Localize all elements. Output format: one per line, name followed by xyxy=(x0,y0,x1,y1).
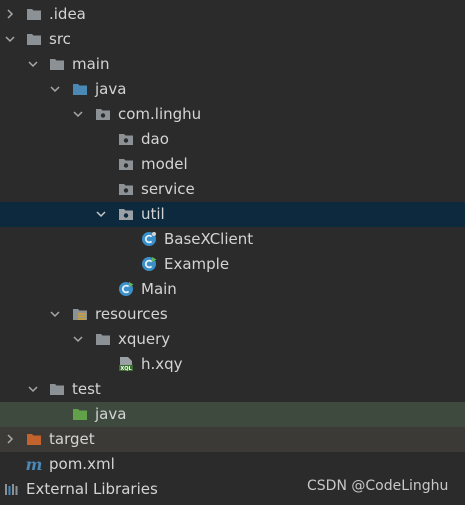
maven-icon: m xyxy=(26,456,43,472)
tree-row-test[interactable]: test xyxy=(0,377,465,402)
package-icon xyxy=(119,184,133,195)
tree-item-label: model xyxy=(141,155,188,173)
tree-row-src[interactable]: src xyxy=(0,27,465,52)
tree-item-label: .idea xyxy=(49,5,86,23)
tree-item-label: java xyxy=(95,80,127,98)
tree-row-dao[interactable]: dao xyxy=(0,127,465,152)
runnable-class-icon xyxy=(142,257,157,271)
tree-item-label: External Libraries xyxy=(26,480,158,498)
tree-item-label: BaseXClient xyxy=(164,230,254,248)
tree-item-label: src xyxy=(49,30,71,48)
chevron-down-icon[interactable] xyxy=(49,308,61,320)
tree-item-label: pom.xml xyxy=(49,455,115,473)
maven-badge-text: m xyxy=(26,456,43,472)
chevron-down-icon[interactable] xyxy=(27,58,39,70)
tree-row-main[interactable]: main xyxy=(0,52,465,77)
tree-row-java-test[interactable]: java xyxy=(0,402,465,427)
tree-item-label: service xyxy=(141,180,195,198)
xquery-file-icon: XQL xyxy=(119,357,133,372)
folder-icon xyxy=(50,384,64,395)
tree-item-label: util xyxy=(141,205,165,223)
tree-row-hxqy[interactable]: XQL h.xqy xyxy=(0,352,465,377)
excluded-folder-icon xyxy=(27,434,41,445)
tree-row-java-source[interactable]: java xyxy=(0,77,465,102)
tree-item-label: dao xyxy=(141,130,169,148)
tree-item-label: Main xyxy=(141,280,177,298)
tree-row-target[interactable]: target xyxy=(0,427,465,452)
tree-item-label: resources xyxy=(95,305,168,323)
library-icon xyxy=(5,484,18,495)
java-class-icon xyxy=(142,232,156,246)
package-icon xyxy=(119,134,133,145)
tree-row-pom[interactable]: m pom.xml xyxy=(0,452,465,477)
package-icon xyxy=(119,159,133,170)
tree-row-model[interactable]: model xyxy=(0,152,465,177)
chevron-right-icon[interactable] xyxy=(4,8,16,20)
tree-row-external-libraries[interactable]: External Libraries xyxy=(0,477,465,502)
chevron-down-icon[interactable] xyxy=(72,108,84,120)
tree-item-label: test xyxy=(72,380,101,398)
chevron-down-icon[interactable] xyxy=(72,333,84,345)
resources-folder-icon xyxy=(73,309,87,320)
tree-row-example[interactable]: Example xyxy=(0,252,465,277)
test-folder-icon xyxy=(73,409,87,420)
tree-row-resources[interactable]: resources xyxy=(0,302,465,327)
chevron-down-icon[interactable] xyxy=(27,383,39,395)
tree-item-label: java xyxy=(95,405,127,423)
tree-item-label: h.xqy xyxy=(141,355,183,373)
package-icon xyxy=(119,209,133,220)
tree-item-label: Example xyxy=(164,255,230,273)
folder-icon xyxy=(96,334,110,345)
tree-row-service[interactable]: service xyxy=(0,177,465,202)
source-folder-icon xyxy=(73,84,87,95)
folder-icon xyxy=(27,9,41,20)
watermark: CSDN @CodeLinghu xyxy=(307,478,449,494)
chevron-right-icon[interactable] xyxy=(4,433,16,445)
folder-icon xyxy=(50,59,64,70)
chevron-down-icon[interactable] xyxy=(4,33,16,45)
chevron-down-icon[interactable] xyxy=(95,208,107,220)
tree-row-xquery[interactable]: xquery xyxy=(0,327,465,352)
chevron-down-icon[interactable] xyxy=(49,83,61,95)
tree-item-label: main xyxy=(72,55,110,73)
package-icon xyxy=(96,109,110,120)
folder-icon xyxy=(27,34,41,45)
tree-item-label: com.linghu xyxy=(118,105,202,123)
tree-row-idea[interactable]: .idea xyxy=(0,2,465,27)
tree-row-basexclient[interactable]: BaseXClient xyxy=(0,227,465,252)
runnable-class-icon xyxy=(119,282,134,296)
tree-row-package[interactable]: com.linghu xyxy=(0,102,465,127)
tree-item-label: xquery xyxy=(118,330,171,348)
tree-row-util[interactable]: util xyxy=(0,202,465,227)
tree-row-main-class[interactable]: Main xyxy=(0,277,465,302)
xql-badge-text: XQL xyxy=(120,366,132,372)
tree-item-label: target xyxy=(49,430,95,448)
